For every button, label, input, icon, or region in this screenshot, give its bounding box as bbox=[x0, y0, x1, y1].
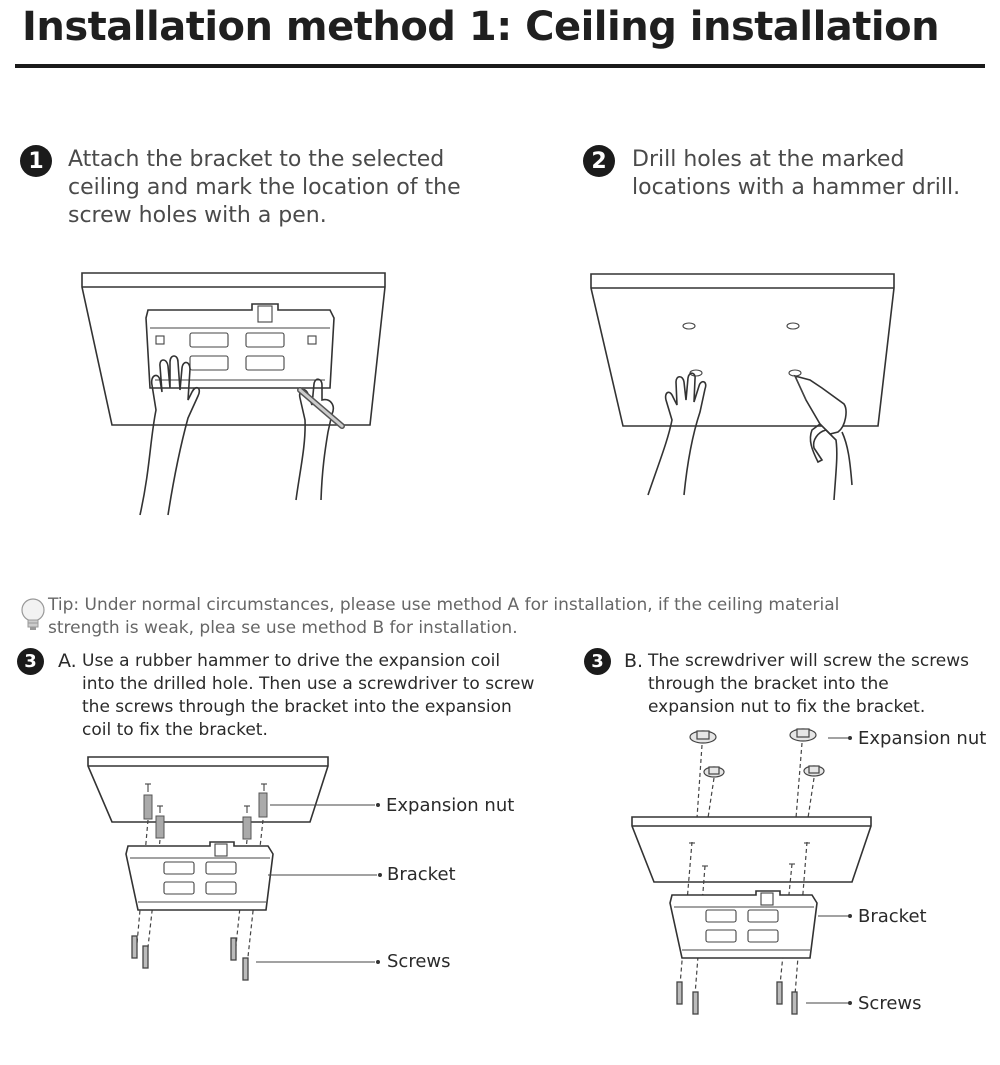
callout-bracket-b: Bracket bbox=[858, 906, 927, 927]
step-3b-letter: B. bbox=[624, 650, 644, 672]
step-3a-badge: 3 bbox=[17, 648, 44, 675]
step-1-text: Attach the bracket to the selected ceili… bbox=[68, 147, 461, 228]
step-3a-letter: A. bbox=[58, 650, 77, 672]
step-1-badge: 1 bbox=[20, 145, 52, 177]
step-3b-text: The screwdriver will screw the screws th… bbox=[648, 651, 970, 717]
callout-expansion-nut-b: Expansion nut bbox=[858, 728, 987, 749]
callout-bracket-a: Bracket bbox=[387, 864, 456, 885]
title-divider bbox=[15, 64, 985, 68]
tip-text: Tip: Under normal circumstances, please … bbox=[48, 595, 840, 638]
callout-expansion-nut-a: Expansion nut bbox=[386, 795, 515, 816]
step-2-badge: 2 bbox=[583, 145, 615, 177]
callout-screws-b: Screws bbox=[858, 993, 922, 1014]
lightbulb-icon bbox=[21, 598, 45, 630]
step-3b-badge: 3 bbox=[584, 648, 611, 675]
step-2-text: Drill holes at the marked locations with… bbox=[632, 147, 961, 200]
step-3a-text: Use a rubber hammer to drive the expansi… bbox=[82, 651, 535, 740]
callout-screws-a: Screws bbox=[387, 951, 451, 972]
page-title: Installation method 1: Ceiling installat… bbox=[22, 4, 940, 50]
